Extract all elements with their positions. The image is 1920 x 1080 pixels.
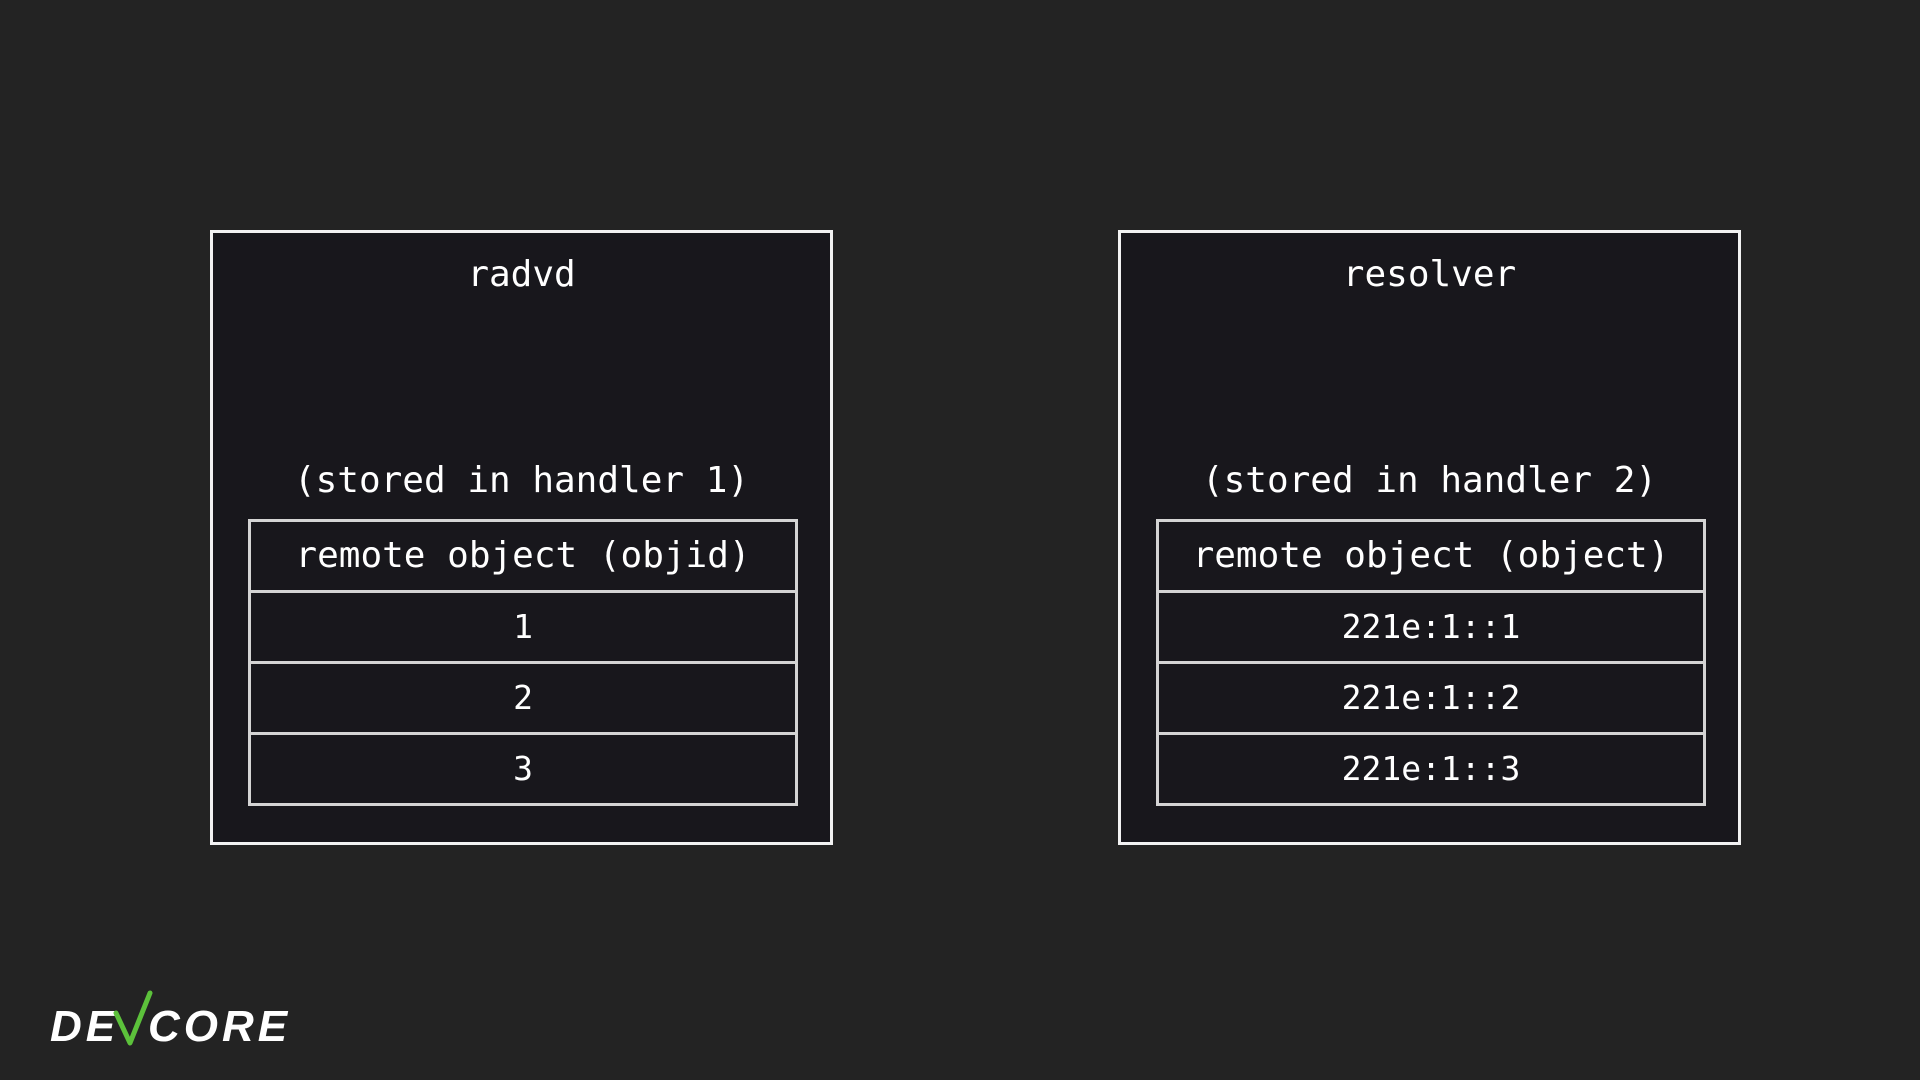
process-title: resolver [1342,254,1517,295]
remote-object-table: remote object (object) 221e:1::1 221e:1:… [1156,519,1706,806]
table-row: 1 [251,593,795,664]
check-mark-icon [113,990,153,1046]
svg-text:DE: DE [50,1002,119,1051]
svg-text:CORE: CORE [148,1002,290,1051]
table-row: 221e:1::3 [1341,749,1521,788]
devcore-logo-mark: DE CORE [50,990,290,1051]
remote-object-table: remote object (objid) 1 2 3 [248,519,798,806]
process-title: radvd [467,254,576,295]
handler-caption: (stored in handler 1) [293,460,750,501]
resolver-process-box: resolver (stored in handler 2) remote ob… [1118,230,1741,845]
table-row: 221e:1::1 [1159,593,1703,664]
table-header: remote object (objid) [251,522,795,593]
table-header: remote object (object) [1159,522,1703,593]
radvd-process-box: radvd (stored in handler 1) remote objec… [210,230,833,845]
table-row: 2 [251,664,795,735]
table-row: 221e:1::2 [1159,664,1703,735]
table-row: 3 [513,749,533,788]
handler-caption: (stored in handler 2) [1201,460,1658,501]
